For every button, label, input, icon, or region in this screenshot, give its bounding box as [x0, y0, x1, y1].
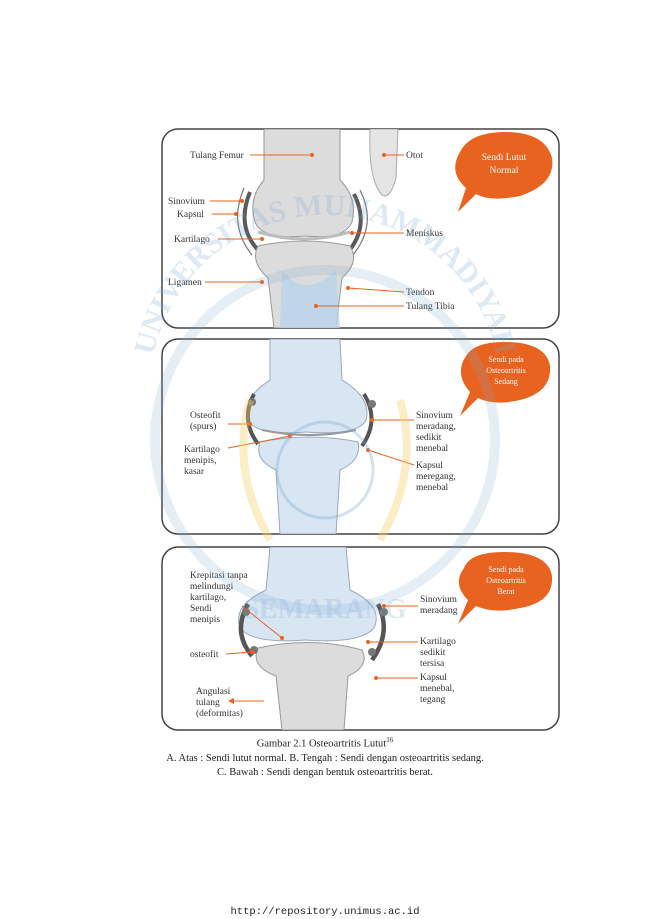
label-kartilago-mid-line1: Kartilago	[184, 445, 220, 455]
label-osteofit-line2: (spurs)	[190, 421, 216, 432]
label-sinovium-bot-line2: meradang	[420, 606, 458, 616]
label-sinovium: Sinovium	[168, 197, 206, 207]
label-sinovium-mid-line1: Sinovium	[416, 411, 454, 421]
caption-title: Gambar 2.1 Osteoartritis Lutut16	[256, 736, 394, 750]
label-krepitasi-line5: menipis	[190, 615, 220, 625]
label-otot: Otot	[406, 151, 423, 161]
bubble-normal-line2: Normal	[489, 166, 518, 176]
label-kartilago-bot-line3: tersisa	[420, 659, 445, 669]
label-kapsul-bot-line3: tegang	[420, 695, 446, 705]
label-angulasi-line3: (deformitas)	[196, 708, 243, 719]
label-kapsul-mid-line3: menebal	[416, 483, 449, 493]
label-kartilago-mid-line3: kasar	[184, 467, 205, 477]
label-kapsul-mid-line1: Kapsul	[416, 461, 443, 471]
panel-severe: Sendi pada Osteoartritis Berat Krepitasi…	[161, 546, 560, 731]
label-tulang-femur: Tulang Femur	[190, 151, 245, 161]
label-sinovium-bot-line1: Sinovium	[420, 595, 458, 605]
bubble-severe-line3: Berat	[497, 587, 515, 596]
label-sinovium-mid-line4: menebal	[416, 444, 449, 454]
label-krepitasi-line1: Krepitasi tanpa	[190, 571, 249, 581]
label-kapsul-bot-line1: Kapsul	[420, 673, 447, 683]
label-osteofit-bot: osteofit	[190, 649, 219, 660]
label-angulasi-line2: tulang	[196, 698, 220, 708]
bubble-severe-line1: Sendi pada	[488, 565, 524, 574]
label-krepitasi-line2: melindungi	[190, 582, 234, 592]
label-kartilago-bot-line2: sedikit	[420, 648, 446, 658]
label-kartilago-bot-line1: Kartilago	[420, 637, 456, 647]
bubble-moderate-line3: Sedang	[494, 377, 518, 386]
label-ligamen: Ligamen	[168, 278, 202, 288]
figure-caption: Gambar 2.1 Osteoartritis Lutut16 A. Atas…	[0, 733, 650, 780]
label-kapsul: Kapsul	[177, 210, 204, 220]
label-krepitasi-line3: kartilago,	[190, 593, 226, 603]
bubble-moderate-line1: Sendi pada	[488, 355, 524, 364]
label-kartilago: Kartilago	[174, 235, 210, 245]
caption-line3: C. Bawah : Sendi dengan bentuk osteoartr…	[216, 766, 434, 778]
watermark-bottom-text: SEMARANG	[243, 594, 407, 625]
label-sinovium-mid-line3: sedikit	[416, 433, 442, 443]
bubble-severe-line2: Osteoartritis	[486, 576, 526, 585]
label-kapsul-bot-line2: menebal,	[420, 684, 455, 694]
label-angulasi-line1: Angulasi	[196, 687, 231, 697]
label-kapsul-mid-line2: meregang,	[416, 472, 456, 482]
label-sinovium-mid-line2: meradang,	[416, 422, 456, 432]
label-osteofit-line1: Osteofit	[190, 410, 221, 421]
caption-line2: A. Atas : Sendi lutut normal. B. Tengah …	[166, 752, 484, 764]
panel-normal: Sendi Lutut Normal Tulang Femur Otot Sin…	[161, 128, 560, 329]
knee-figure: Sendi Lutut Normal Tulang Femur Otot Sin…	[128, 128, 560, 731]
bubble-normal-line1: Sendi Lutut	[482, 153, 527, 163]
label-krepitasi-line4: Sendi	[190, 604, 212, 614]
repository-footer-link[interactable]: http://repository.unimus.ac.id	[230, 906, 420, 918]
label-kartilago-mid-line2: menipis,	[184, 456, 216, 466]
panel-moderate: Sendi pada Osteoartritis Sedang Osteofit…	[161, 338, 560, 535]
label-tulang-tibia: Tulang Tibia	[406, 302, 455, 312]
label-tendon: Tendon	[406, 288, 435, 298]
bubble-moderate-line2: Osteoartritis	[486, 366, 526, 375]
label-meniskus: Meniskus	[406, 229, 443, 239]
caption-ref: 16	[386, 736, 394, 744]
